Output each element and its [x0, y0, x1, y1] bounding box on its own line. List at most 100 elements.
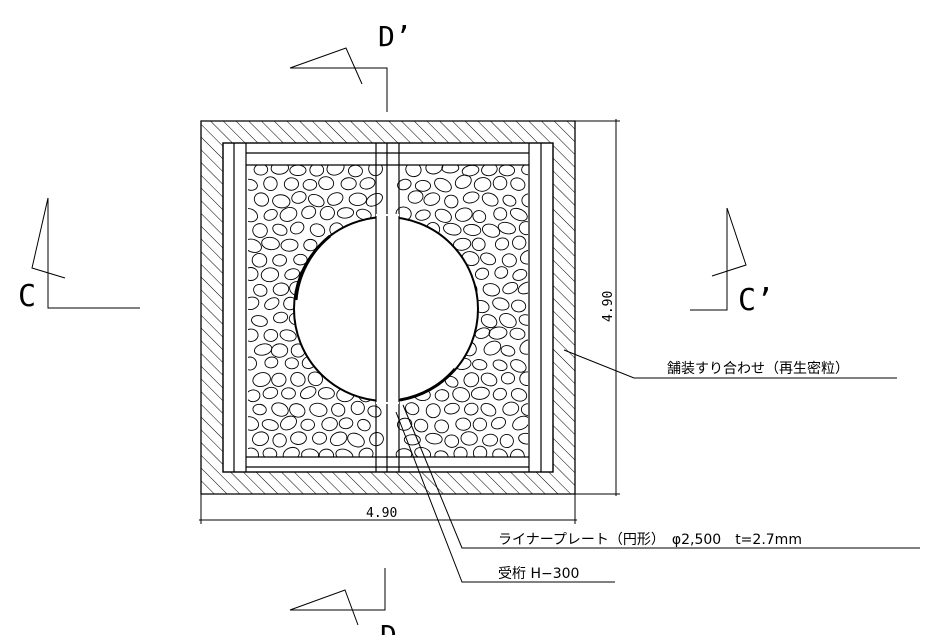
stone: [499, 312, 517, 329]
stone: [403, 434, 421, 446]
stone: [414, 447, 432, 457]
stone: [475, 267, 490, 280]
stone: [281, 387, 296, 400]
stone: [282, 446, 300, 457]
stone: [272, 194, 291, 209]
stone: [248, 447, 259, 457]
liner-plate-label: ライナープレート（円形） φ2,500 t=2.7mm: [498, 532, 802, 548]
stone: [270, 343, 289, 358]
liner-plate-ring: [293, 214, 479, 404]
paving-label: 舗装すり合わせ（再生密粒）: [667, 360, 849, 377]
stone: [301, 205, 317, 220]
stone: [260, 267, 280, 283]
stone: [443, 222, 462, 236]
stone: [309, 402, 328, 417]
stone: [289, 403, 306, 418]
stone: [272, 223, 288, 236]
stone: [518, 432, 528, 445]
section-mark-c-prime: [690, 207, 747, 311]
section-mark-d: [289, 568, 386, 626]
stone: [512, 269, 528, 281]
stone: [434, 177, 452, 193]
stone: [252, 431, 269, 447]
stone: [253, 343, 273, 356]
stone: [308, 193, 325, 208]
stone: [480, 314, 498, 329]
stone: [248, 356, 257, 371]
stone: [303, 238, 318, 252]
stone: [321, 417, 338, 432]
stone: [510, 448, 525, 457]
stone: [434, 389, 450, 402]
stone: [347, 432, 365, 448]
section-label-d-prime: D’: [378, 20, 412, 53]
stone: [518, 314, 528, 326]
stone: [434, 208, 452, 223]
stone: [350, 400, 365, 415]
stone: [444, 434, 460, 448]
stone: [279, 207, 298, 222]
stone: [367, 405, 382, 418]
stone: [471, 237, 486, 252]
stone: [280, 415, 297, 431]
stone: [498, 165, 516, 177]
stone: [502, 401, 520, 416]
stone: [501, 253, 517, 268]
stone: [248, 267, 259, 281]
stone: [253, 165, 269, 176]
stone: [397, 178, 412, 191]
stone: [518, 221, 528, 236]
stone: [348, 192, 367, 206]
stone: [263, 208, 278, 221]
section-label-c: C: [18, 279, 36, 314]
stone: [434, 450, 449, 457]
stone: [365, 193, 383, 207]
stone: [473, 177, 492, 192]
stone: [425, 403, 441, 419]
stone: [357, 418, 371, 432]
stone: [248, 208, 258, 223]
stone: [414, 180, 431, 192]
stone: [368, 165, 383, 177]
stone: [251, 253, 268, 268]
stone: [482, 223, 501, 238]
stone: [480, 372, 498, 387]
stone: [472, 417, 487, 432]
stone: [293, 253, 308, 266]
stone: [425, 165, 444, 175]
stone: [318, 448, 335, 457]
stone: [338, 417, 354, 430]
stone: [509, 327, 526, 340]
stone: [252, 223, 268, 238]
stone: [264, 297, 280, 310]
stone: [492, 448, 508, 457]
stone: [283, 177, 299, 191]
stone: [460, 431, 478, 446]
stone: [500, 372, 516, 385]
stone: [312, 431, 327, 445]
stone: [461, 165, 480, 177]
stone: [521, 165, 528, 176]
stone: [248, 328, 259, 342]
stone: [358, 447, 374, 457]
stone: [299, 386, 317, 400]
stone: [434, 419, 449, 434]
stone: [464, 402, 479, 416]
stone: [472, 445, 488, 457]
stone: [317, 387, 335, 400]
stone: [492, 387, 507, 401]
stone: [480, 402, 497, 417]
stone: [499, 433, 514, 449]
section-label-c-prime: C’: [738, 283, 774, 318]
stone: [502, 194, 517, 207]
stone: [279, 329, 297, 342]
stone: [302, 178, 318, 191]
stone: [482, 433, 499, 447]
stone: [252, 372, 271, 388]
stone: [521, 193, 528, 208]
inner-frame: [222, 142, 554, 473]
stone: [483, 340, 502, 356]
stone: [492, 175, 508, 191]
stone: [289, 165, 307, 176]
stone: [444, 402, 460, 415]
